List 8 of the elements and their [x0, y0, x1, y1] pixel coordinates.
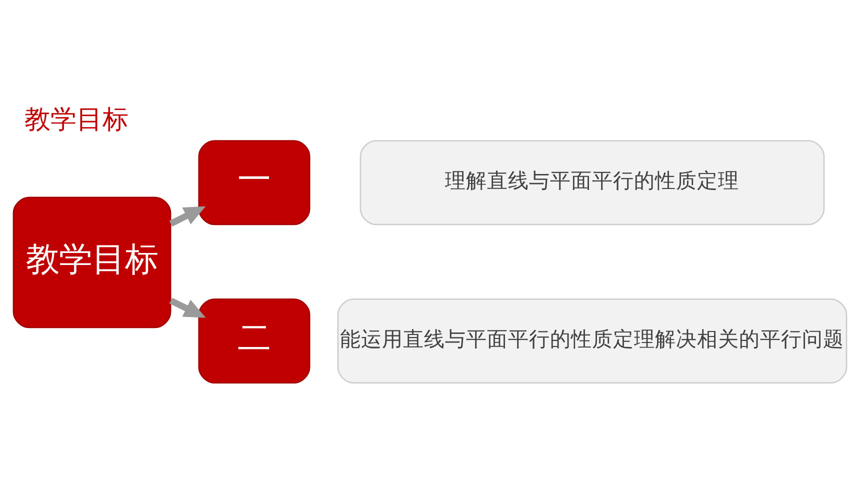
node-box: 一	[198, 140, 310, 225]
arrow	[169, 206, 206, 226]
node-box: 理解直线与平面平行的性质定理	[360, 140, 825, 225]
arrow	[169, 297, 206, 318]
node-box: 能运用直线与平面平行的性质定理解决相关的平行问题	[337, 298, 848, 383]
node-box: 二	[198, 298, 310, 383]
diagram-title: 教学目标	[24, 104, 129, 134]
node-box: 教学目标	[12, 196, 172, 328]
